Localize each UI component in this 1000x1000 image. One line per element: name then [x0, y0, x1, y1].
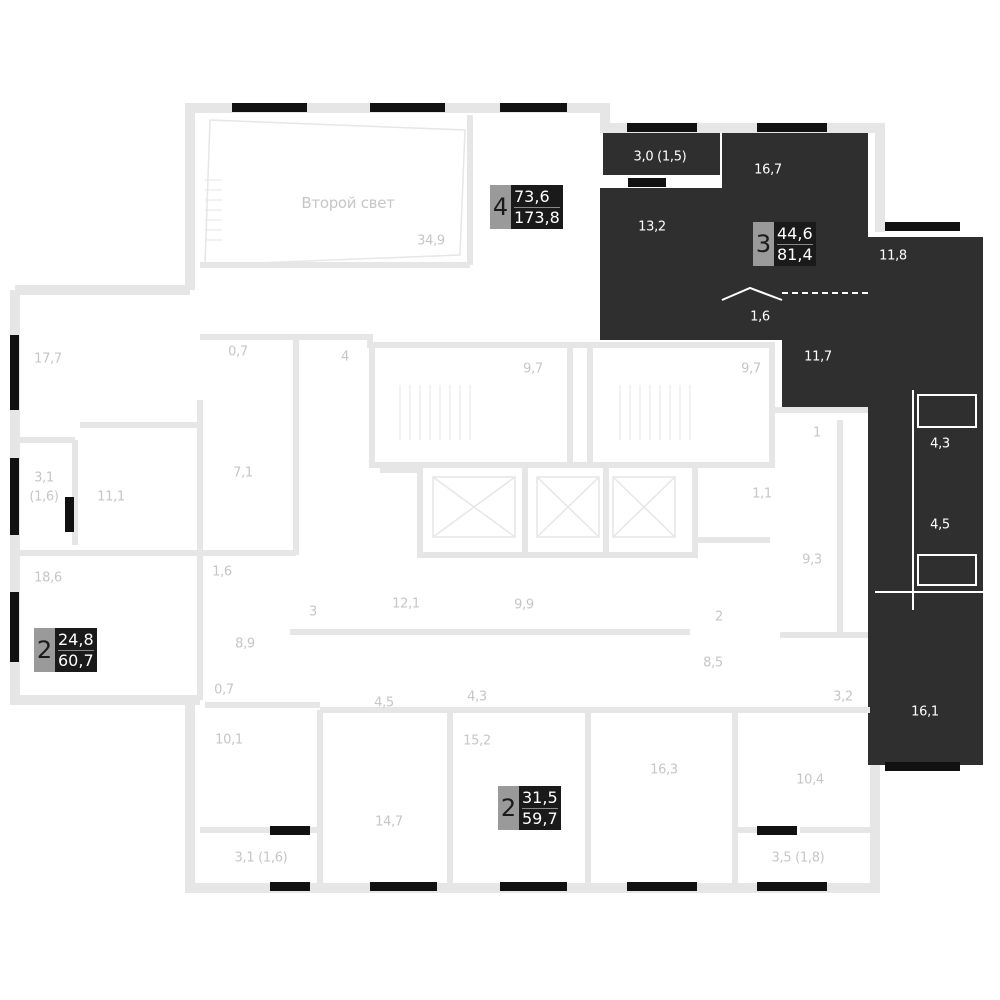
windows: [10, 103, 960, 891]
stairs: [205, 179, 691, 440]
room-area: 4,5: [930, 517, 950, 533]
room-area: 9,3: [802, 552, 822, 568]
room-area: 3,2: [833, 689, 853, 705]
living-area: 24,8: [58, 629, 94, 651]
room-area: 16,7: [754, 162, 782, 178]
room-count: 2: [34, 628, 55, 672]
total-area: 173,8: [514, 207, 560, 227]
room-area: 2: [715, 609, 723, 625]
room-area: 1: [813, 425, 821, 441]
room-area: 4: [341, 349, 349, 365]
room-area: 11,1: [97, 489, 125, 505]
room-area: 4,5: [374, 695, 394, 711]
room-count: 3: [753, 222, 774, 266]
room-area: 0,7: [214, 682, 234, 698]
room-area: 4,3: [930, 436, 950, 452]
room-area: 3,0 (1,5): [633, 149, 687, 165]
total-area: 59,7: [522, 808, 558, 828]
room-area: 8,9: [235, 636, 255, 652]
room-label-double-height: Второй свет: [301, 194, 395, 212]
room-area: 1,6: [212, 564, 232, 580]
living-area: 31,5: [522, 787, 558, 809]
room-area: 34,9: [417, 233, 445, 249]
room-area: 12,1: [392, 596, 420, 612]
room-area: 9,9: [514, 597, 534, 613]
room-area: 1,6: [750, 309, 770, 325]
room-area: 16,3: [650, 762, 678, 778]
highlighted-apartment[interactable]: [600, 133, 983, 765]
room-area: 14,7: [375, 814, 403, 830]
elevator-shafts: [204, 119, 676, 538]
room-area: 3,1: [34, 470, 54, 486]
room-area: 10,1: [215, 732, 243, 748]
room-area: 1,1: [752, 486, 772, 502]
room-area: 16,1: [911, 704, 939, 720]
room-area-reduced: (1,6): [29, 489, 59, 505]
room-area: 11,8: [879, 248, 907, 264]
total-area: 81,4: [777, 244, 813, 264]
total-area: 60,7: [58, 650, 94, 670]
room-area: 10,4: [796, 772, 824, 788]
room-area: 11,7: [804, 349, 832, 365]
room-area: 3: [309, 604, 317, 620]
room-area: 3,5 (1,8): [771, 850, 825, 866]
room-count: 4: [490, 185, 511, 229]
room-area: 7,1: [233, 465, 253, 481]
room-area: 3,1 (1,6): [234, 850, 288, 866]
living-area: 73,6: [514, 187, 560, 208]
room-count: 2: [498, 786, 519, 830]
room-area: 15,2: [463, 733, 491, 749]
room-area: 8,5: [703, 655, 723, 671]
living-area: 44,6: [777, 223, 813, 245]
room-area: 0,7: [228, 344, 248, 360]
room-area: 9,7: [741, 361, 761, 377]
room-area: 9,7: [523, 361, 543, 377]
room-area: 13,2: [638, 219, 666, 235]
room-area: 4,3: [467, 689, 487, 705]
room-area: 17,7: [34, 351, 62, 367]
room-area: 18,6: [34, 570, 62, 586]
